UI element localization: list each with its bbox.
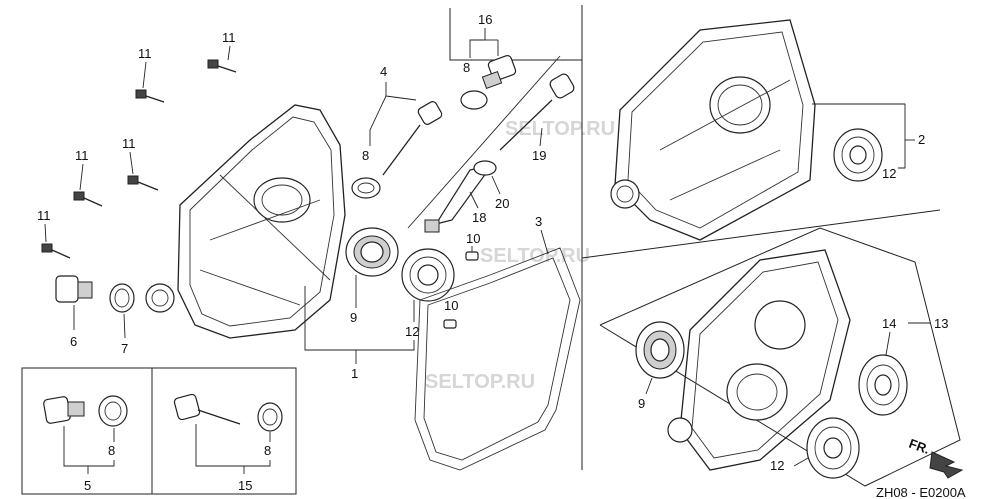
bearing-part — [833, 128, 883, 182]
label-11: 11 — [138, 46, 152, 61]
label-11: 11 — [222, 30, 236, 45]
bearing-part — [401, 248, 455, 302]
sensor-part — [382, 101, 443, 176]
watermark: SELTOP.RU — [480, 245, 590, 267]
diagram-code: ZH08 - E0200A — [876, 485, 966, 499]
crankcase-cover-right — [610, 19, 816, 241]
label-7: 7 — [121, 341, 128, 356]
washer-part — [98, 395, 128, 427]
label-5: 5 — [84, 478, 91, 493]
crankcase-cover-left — [145, 104, 346, 339]
dowel-pin-part — [443, 319, 457, 329]
label-9: 9 — [350, 310, 357, 325]
watermark: SELTOP.RU — [505, 118, 615, 140]
sensor-part — [173, 393, 241, 425]
label-12: 12 — [770, 458, 784, 473]
label-8: 8 — [108, 443, 115, 458]
label-11: 11 — [75, 148, 89, 163]
oil-seal-part — [635, 321, 685, 379]
bearing-part — [806, 417, 860, 479]
crankcase-cover-lower — [667, 249, 851, 471]
label-3: 3 — [535, 214, 542, 229]
label-12: 12 — [405, 324, 419, 339]
label-13: 13 — [934, 316, 948, 331]
plug-part — [43, 396, 85, 424]
kit-16-frame — [449, 8, 582, 61]
label-11: 11 — [37, 208, 51, 223]
label-1: 1 — [351, 366, 358, 381]
label-15: 15 — [238, 478, 252, 493]
label-16: 16 — [478, 12, 492, 27]
label-14: 14 — [882, 316, 896, 331]
kit-15-frame — [151, 367, 297, 495]
divider-right — [581, 209, 941, 259]
label-19: 19 — [532, 148, 546, 163]
label-12: 12 — [882, 166, 896, 181]
label-6: 6 — [70, 334, 77, 349]
label-20: 20 — [495, 196, 509, 211]
gasket-part — [414, 247, 581, 471]
label-2: 2 — [918, 132, 925, 147]
label-11: 11 — [122, 136, 136, 151]
o-ring-part — [473, 160, 497, 176]
kit-5-frame — [21, 367, 153, 495]
label-4: 4 — [380, 64, 387, 79]
label-8: 8 — [463, 60, 470, 75]
front-arrow-icon — [929, 451, 964, 479]
oil-plug-part — [55, 275, 93, 303]
front-label: FR. — [907, 436, 932, 457]
washer-part — [351, 177, 381, 199]
bolt-group — [41, 59, 237, 259]
plug-part — [481, 55, 517, 90]
oil-seal-part — [345, 227, 399, 277]
washer-part — [460, 90, 488, 110]
washer-part — [257, 402, 283, 432]
bearing-part — [858, 354, 908, 416]
dowel-pin-part — [465, 251, 479, 261]
label-10: 10 — [444, 298, 458, 313]
washer-part — [109, 283, 135, 313]
label-8: 8 — [264, 443, 271, 458]
watermark: SELTOP.RU — [425, 371, 535, 393]
label-8: 8 — [362, 148, 369, 163]
label-9: 9 — [638, 396, 645, 411]
label-18: 18 — [472, 210, 486, 225]
label-10: 10 — [466, 231, 480, 246]
oil-gauge-part — [499, 73, 575, 151]
